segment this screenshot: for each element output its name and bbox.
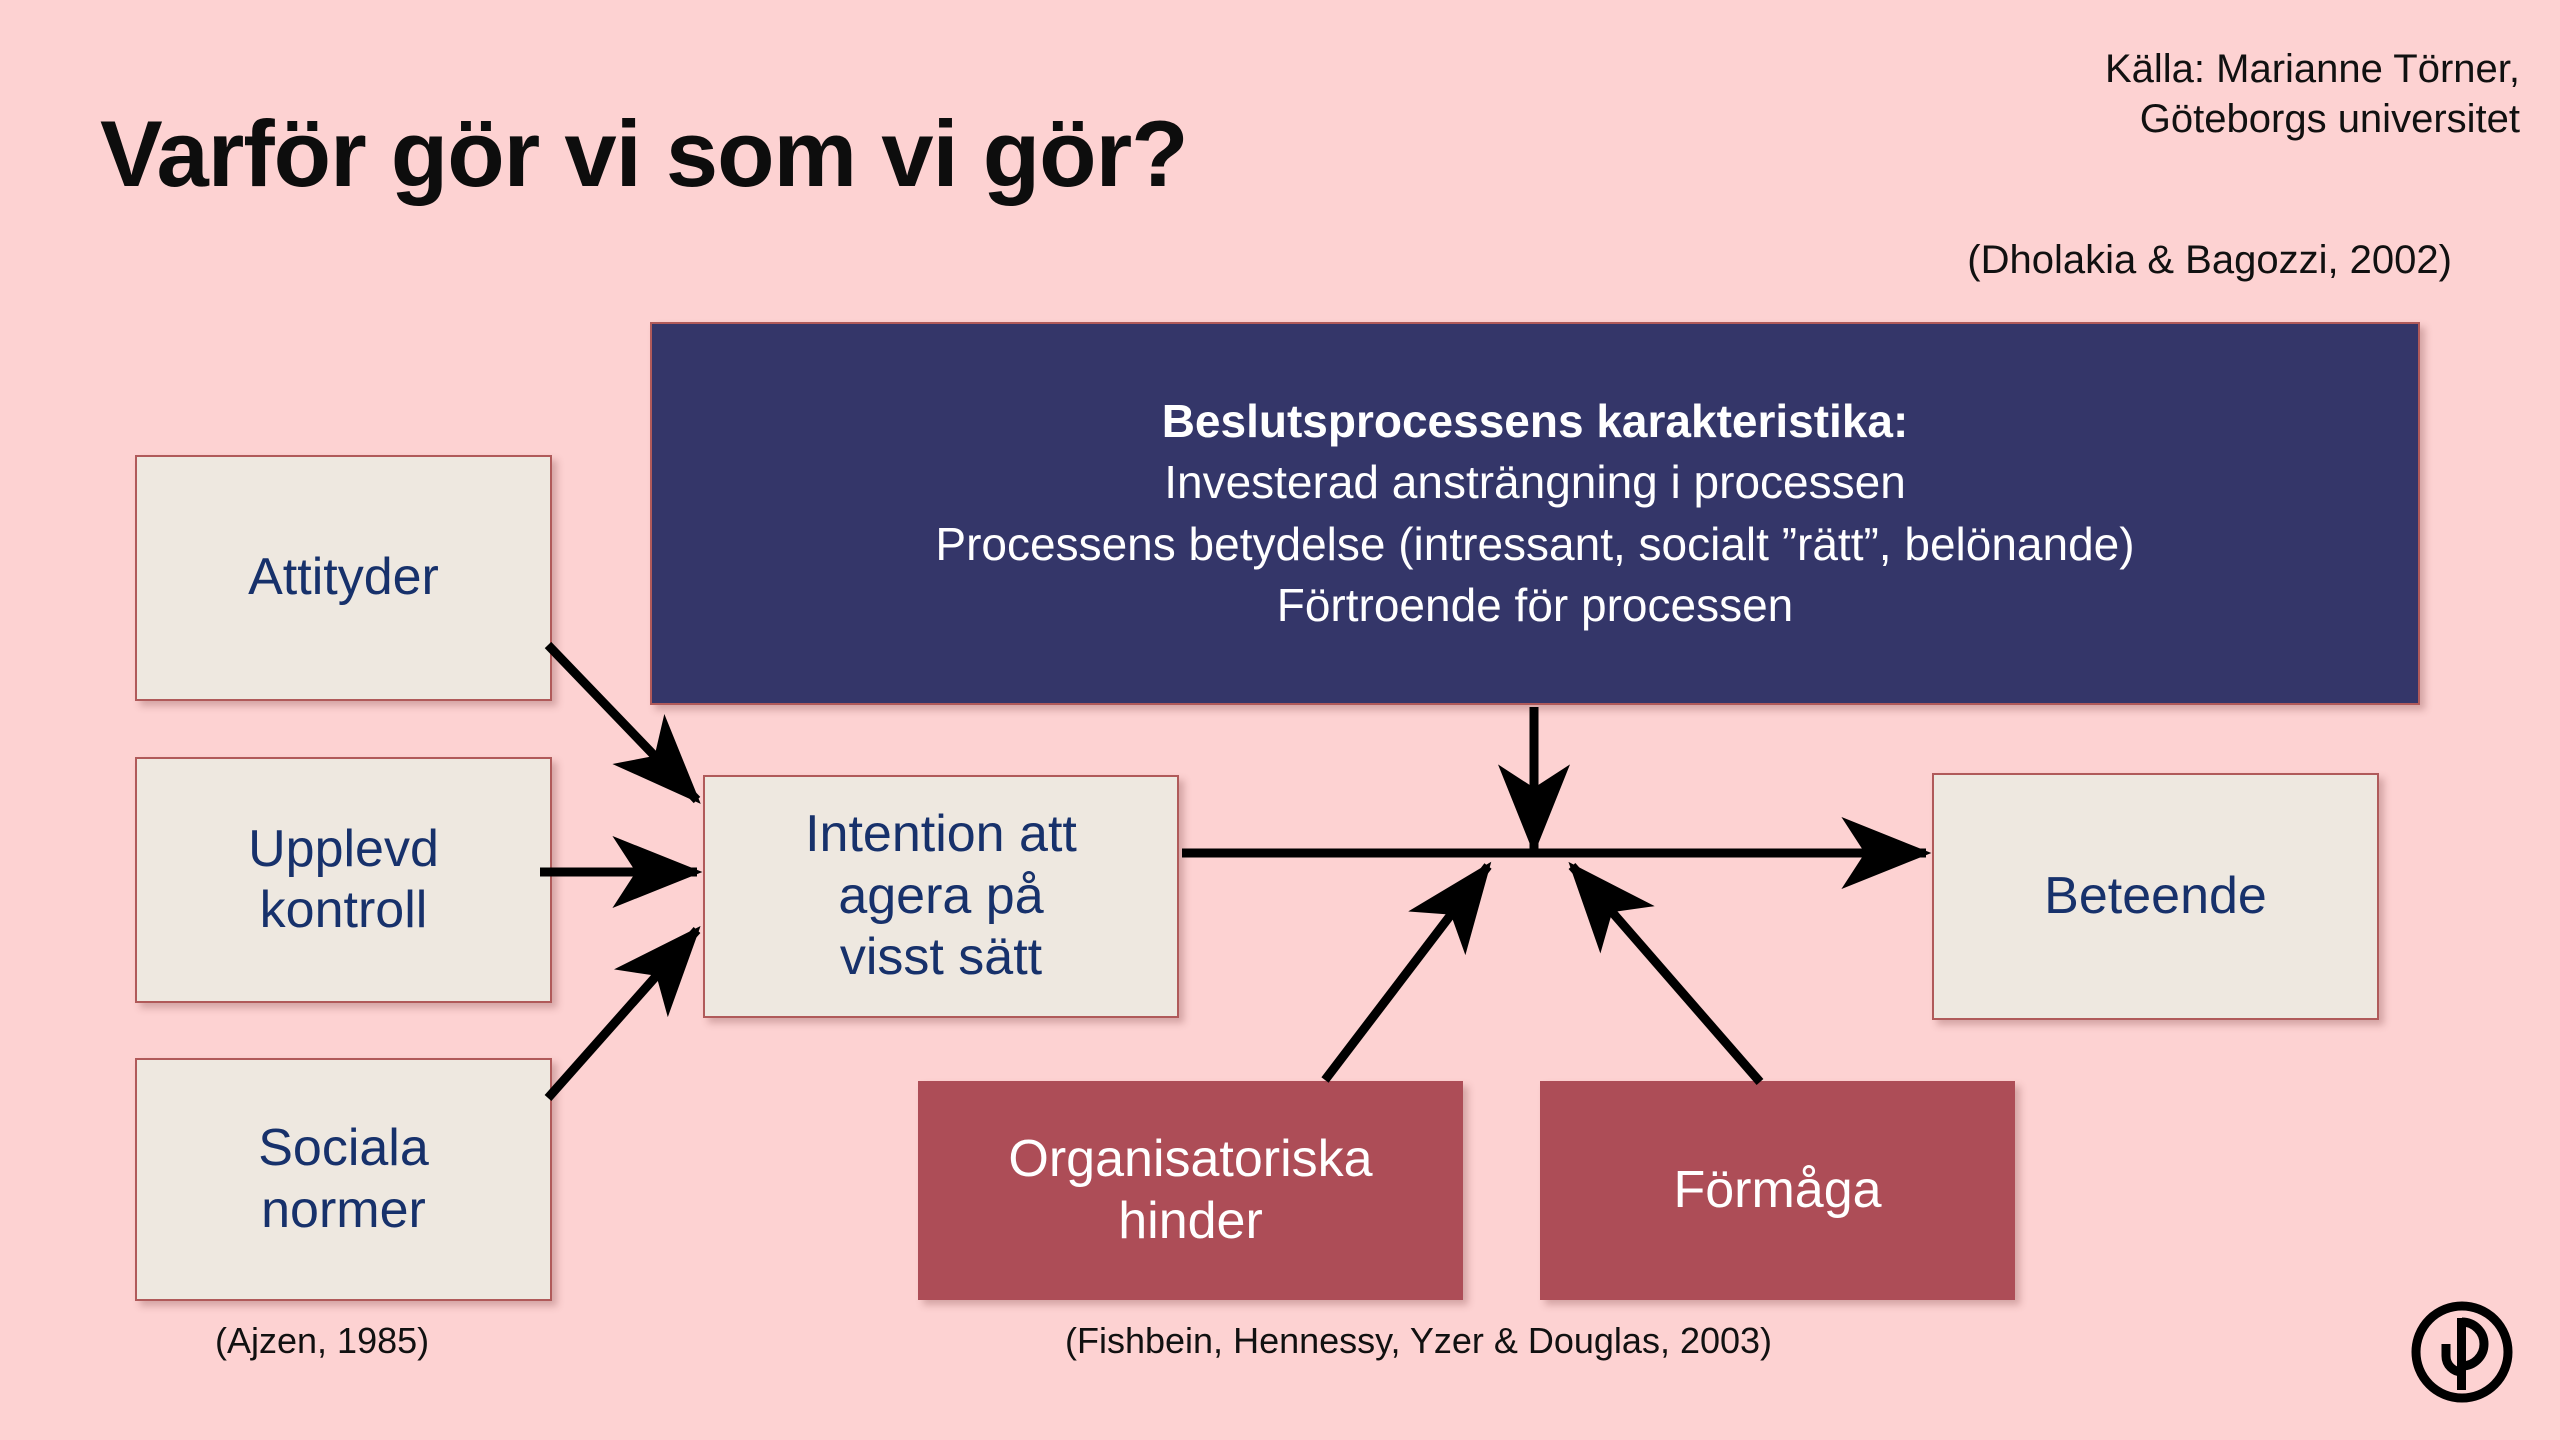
node-organisatoriska-hinder-line2: hinder — [1118, 1191, 1263, 1250]
arrow-hinder-to-junction — [1321, 861, 1492, 1083]
node-upplevd-kontroll-line2: kontroll — [259, 881, 428, 939]
node-sociala-normer-line1: Sociala — [258, 1119, 429, 1178]
source-attribution: Källa: Marianne Törner, Göteborgs univer… — [1820, 44, 2520, 144]
node-organisatoriska-hinder-line1: Organisatoriska — [1008, 1130, 1373, 1189]
node-attityder-label: Attityder — [248, 548, 439, 607]
node-formaga-label: Förmåga — [1673, 1160, 1882, 1219]
arrow-formaga-to-junction — [1568, 861, 1764, 1085]
node-beteende-label: Beteende — [2044, 866, 2267, 925]
page-title: Varför gör vi som vi gör? — [100, 101, 1189, 206]
node-organisatoriska-hinder: Organisatoriska hinder — [918, 1081, 1463, 1300]
node-sociala-normer: Sociala normer — [135, 1058, 552, 1301]
node-upplevd-kontroll-line1: Upplevd — [248, 819, 439, 878]
node-intention-line3: visst sätt — [839, 928, 1043, 987]
beslutsprocess-line2: Investerad ansträngning i processen — [1164, 456, 1906, 509]
node-formaga: Förmåga — [1540, 1081, 2015, 1300]
node-intention-line1: Intention att — [805, 805, 1077, 864]
jp-monogram-logo — [2411, 1301, 2513, 1403]
beslutsprocess-line1: Beslutsprocessens karakteristika: — [1161, 395, 1909, 448]
source-attribution-line2: Göteborgs universitet — [2139, 97, 2520, 141]
node-upplevd-kontroll: Upplevd kontroll — [135, 757, 552, 1003]
node-beteende: Beteende — [1932, 773, 2379, 1020]
arrow-sociala-to-intention — [544, 925, 701, 1101]
node-sociala-normer-line2: normer — [261, 1180, 426, 1239]
citation-fishbein: (Fishbein, Hennessy, Yzer & Douglas, 200… — [1065, 1320, 1773, 1361]
beslutsprocess-line4: Förtroende för processen — [1276, 578, 1794, 631]
citation-ajzen: (Ajzen, 1985) — [215, 1320, 430, 1361]
citation-dholakia-bagozzi: (Dholakia & Bagozzi, 2002) — [1967, 238, 2452, 282]
source-attribution-line1: Källa: Marianne Törner, — [2104, 47, 2520, 91]
node-beslutsprocessens-karakteristika: Beslutsprocessens karakteristika: Invest… — [650, 322, 2420, 705]
beslutsprocess-line3: Processens betydelse (intressant, social… — [935, 517, 2135, 570]
node-intention: Intention att agera på visst sätt — [703, 775, 1179, 1018]
node-attityder: Attityder — [135, 455, 552, 701]
node-intention-line2: agera på — [838, 866, 1044, 925]
